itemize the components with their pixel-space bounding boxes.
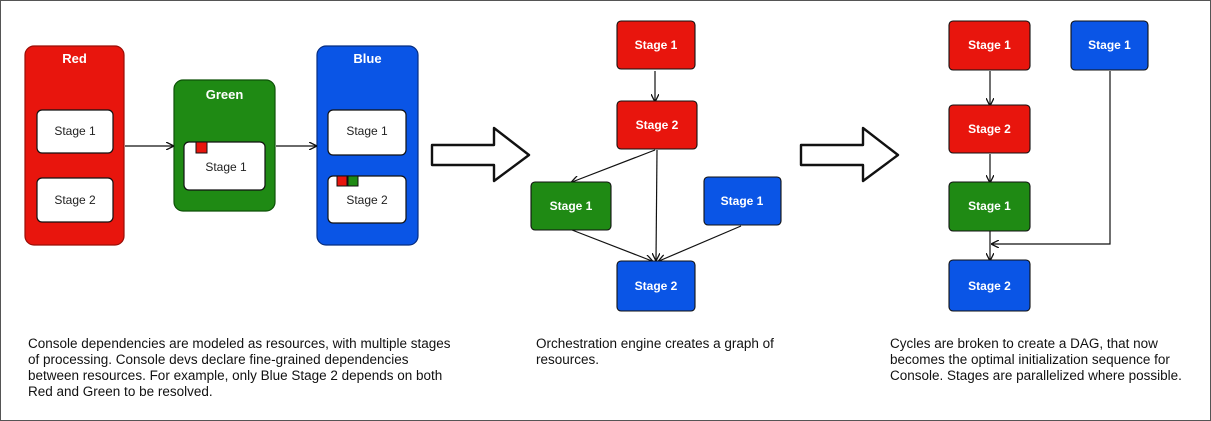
p3-green-stage1-label: Stage 1	[968, 199, 1011, 213]
p3-blue-stage1-node: Stage 1	[1070, 20, 1149, 71]
panel2-caption: Orchestration engine creates a graph of …	[536, 336, 774, 367]
group-red-title: Red	[62, 51, 87, 66]
red-stage2-box: Stage 2	[36, 177, 114, 223]
p2-blue-stage2-label: Stage 2	[635, 279, 678, 293]
group-blue-title: Blue	[353, 51, 381, 66]
blue-stage2-box: Stage 2	[327, 175, 407, 224]
transition-arrow-1	[430, 126, 531, 183]
p3-red-stage2-label: Stage 2	[968, 122, 1011, 136]
group-green-title: Green	[206, 87, 244, 102]
p2-edge-blue1-blue2	[659, 225, 742, 261]
p2-edge-red2-blue2	[656, 149, 657, 260]
red-dependency-badge	[195, 141, 208, 154]
p2-green-stage1-label: Stage 1	[550, 199, 593, 213]
green-stage1-label: Stage 1	[205, 160, 247, 174]
green-stage1-box: Stage 1	[183, 141, 266, 191]
group-red: Red Stage 1 Stage 2	[24, 45, 125, 246]
p3-green-stage1-node: Stage 1	[948, 181, 1031, 232]
group-green: Green Stage 1	[173, 79, 276, 212]
p3-edge-blue1-blue2	[992, 71, 1111, 244]
p3-red-stage2-node: Stage 2	[948, 104, 1031, 154]
p2-edge-green1-blue2	[571, 229, 652, 261]
green-dependency-badge-blue	[347, 175, 359, 187]
blue-stage2-label: Stage 2	[346, 193, 388, 207]
p2-blue-stage1-label: Stage 1	[721, 194, 764, 208]
p3-blue-stage2-label: Stage 2	[968, 279, 1011, 293]
group-blue: Blue Stage 1 Stage 2	[316, 45, 419, 246]
red-stage2-label: Stage 2	[54, 193, 96, 207]
blue-stage1-box: Stage 1	[327, 109, 407, 156]
p3-red-stage1-node: Stage 1	[948, 20, 1031, 71]
panel3-caption: Cycles are broken to create a DAG, that …	[890, 336, 1182, 383]
blue-stage1-label: Stage 1	[346, 124, 388, 138]
p2-blue-stage2-node: Stage 2	[616, 260, 696, 312]
p2-blue-stage1-node: Stage 1	[703, 176, 782, 226]
p3-blue-stage2-node: Stage 2	[948, 259, 1031, 312]
p2-red-stage1-node: Stage 1	[616, 20, 696, 70]
p2-red-stage2-label: Stage 2	[636, 118, 679, 132]
p2-red-stage1-label: Stage 1	[635, 38, 678, 52]
panel1-caption: Console dependencies are modeled as reso…	[28, 336, 451, 399]
p3-blue-stage1-label: Stage 1	[1088, 38, 1131, 52]
p2-edge-red2-green1	[572, 149, 656, 182]
red-stage1-label: Stage 1	[54, 124, 96, 138]
transition-arrow-2	[799, 126, 900, 183]
p3-red-stage1-label: Stage 1	[968, 38, 1011, 52]
red-dependency-badge-blue	[336, 175, 348, 187]
p2-green-stage1-node: Stage 1	[530, 181, 612, 231]
p2-red-stage2-node: Stage 2	[616, 100, 698, 150]
red-stage1-box: Stage 1	[36, 109, 114, 154]
